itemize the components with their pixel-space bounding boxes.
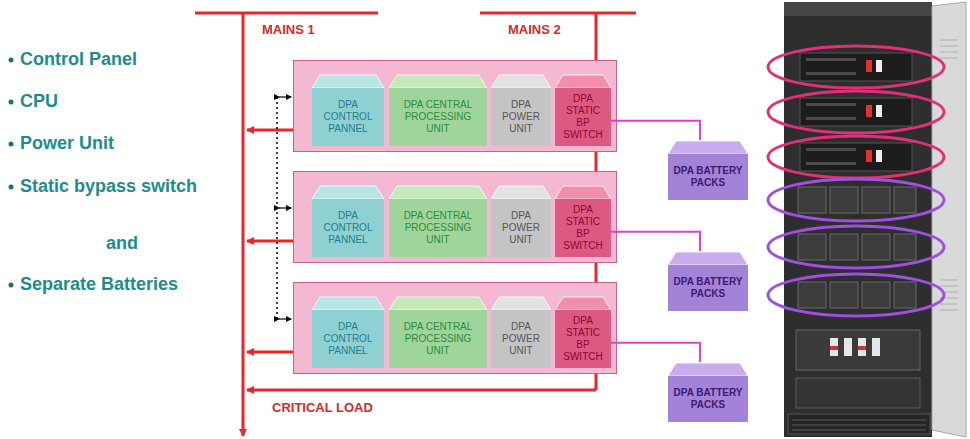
box-text-area: DPA CONTROL PANNEL (312, 88, 384, 146)
box-text-area: DPA BATTERY PACKS (668, 154, 748, 200)
power-unit-box: DPA POWER UNIT (491, 74, 551, 146)
output-arrow (247, 129, 293, 132)
box-label: DPA STATIC BP SWITCH (558, 204, 608, 252)
control-panel-box: DPA CONTROL PANNEL (312, 74, 384, 146)
bypass-output (247, 389, 596, 392)
feature-label: CPU (20, 91, 58, 112)
box-text-area: DPA CONTROL PANNEL (312, 199, 384, 257)
feature-text: Static bypass switch (20, 176, 197, 196)
battery-pack-box: DPA BATTERY PACKS (668, 251, 748, 311)
comm-arrows (279, 97, 291, 319)
box-label: DPA STATIC BP SWITCH (558, 315, 608, 363)
mains-feed (242, 13, 245, 436)
cpu-box: DPA CENTRAL PROCESSING UNIT (389, 185, 487, 257)
power-unit-box: DPA POWER UNIT (491, 185, 551, 257)
battery-pack-box: DPA BATTERY PACKS (668, 140, 748, 200)
output-arrow (247, 351, 293, 354)
static-switch-box: DPA STATIC BP SWITCH (555, 74, 611, 146)
box-label: DPA STATIC BP SWITCH (558, 93, 608, 141)
box-text-area: DPA STATIC BP SWITCH (555, 310, 611, 368)
box-label: DPA POWER UNIT (494, 99, 548, 135)
box-label: DPA BATTERY PACKS (671, 276, 745, 300)
box-text-area: DPA STATIC BP SWITCH (555, 199, 611, 257)
box-label: DPA BATTERY PACKS (671, 165, 745, 189)
feature-text: and (106, 233, 138, 253)
box-label: DPA POWER UNIT (494, 321, 548, 357)
mains-bus (480, 12, 636, 15)
box-label: DPA BATTERY PACKS (671, 387, 745, 411)
box-label: DPA CENTRAL PROCESSING UNIT (392, 210, 484, 246)
power-unit-box: DPA POWER UNIT (491, 296, 551, 368)
comm-bus (276, 97, 278, 319)
bullet-dots (9, 58, 14, 288)
box-text-area: DPA POWER UNIT (491, 88, 551, 146)
feature-label: Static bypass switch (20, 176, 197, 197)
line-label: CRITICAL LOAD (272, 400, 373, 415)
box-label: DPA CENTRAL PROCESSING UNIT (392, 321, 484, 357)
feature-label: Power Unit (20, 133, 114, 154)
box-label: DPA CONTROL PANNEL (315, 321, 381, 357)
cpu-box: DPA CENTRAL PROCESSING UNIT (389, 296, 487, 368)
control-panel-box: DPA CONTROL PANNEL (312, 185, 384, 257)
line-label-text: MAINS 2 (508, 22, 561, 37)
line-label: MAINS 2 (508, 22, 561, 37)
box-text-area: DPA BATTERY PACKS (668, 265, 748, 311)
box-text-area: DPA STATIC BP SWITCH (555, 88, 611, 146)
box-text-area: DPA CENTRAL PROCESSING UNIT (389, 310, 487, 368)
box-text-area: DPA BATTERY PACKS (668, 376, 748, 422)
box-text-area: DPA CONTROL PANNEL (312, 310, 384, 368)
battery-connector (611, 232, 700, 251)
box-label: DPA CONTROL PANNEL (315, 99, 381, 135)
feature-text: Control Panel (20, 49, 137, 69)
feature-text: CPU (20, 91, 58, 111)
feature-label: Control Panel (20, 49, 137, 70)
control-panel-box: DPA CONTROL PANNEL (312, 296, 384, 368)
box-text-area: DPA POWER UNIT (491, 310, 551, 368)
static-switch-box: DPA STATIC BP SWITCH (555, 296, 611, 368)
box-text-area: DPA POWER UNIT (491, 199, 551, 257)
feature-text: Separate Batteries (20, 274, 178, 294)
line-label-text: MAINS 1 (262, 22, 315, 37)
box-label: DPA CENTRAL PROCESSING UNIT (392, 99, 484, 135)
battery-pack-box: DPA BATTERY PACKS (668, 362, 748, 422)
box-label: DPA POWER UNIT (494, 210, 548, 246)
line-label-text: CRITICAL LOAD (272, 400, 373, 415)
box-label: DPA CONTROL PANNEL (315, 210, 381, 246)
line-label: MAINS 1 (262, 22, 315, 37)
ups-cabinet (768, 2, 966, 437)
feature-label: Separate Batteries (20, 274, 178, 295)
feature-label: and (106, 233, 138, 254)
feature-text: Power Unit (20, 133, 114, 153)
battery-connector (611, 121, 700, 140)
box-text-area: DPA CENTRAL PROCESSING UNIT (389, 88, 487, 146)
mains-bus (195, 12, 378, 15)
box-text-area: DPA CENTRAL PROCESSING UNIT (389, 199, 487, 257)
battery-connector (611, 343, 700, 362)
cpu-box: DPA CENTRAL PROCESSING UNIT (389, 74, 487, 146)
static-switch-box: DPA STATIC BP SWITCH (555, 185, 611, 257)
output-arrow (247, 240, 293, 243)
